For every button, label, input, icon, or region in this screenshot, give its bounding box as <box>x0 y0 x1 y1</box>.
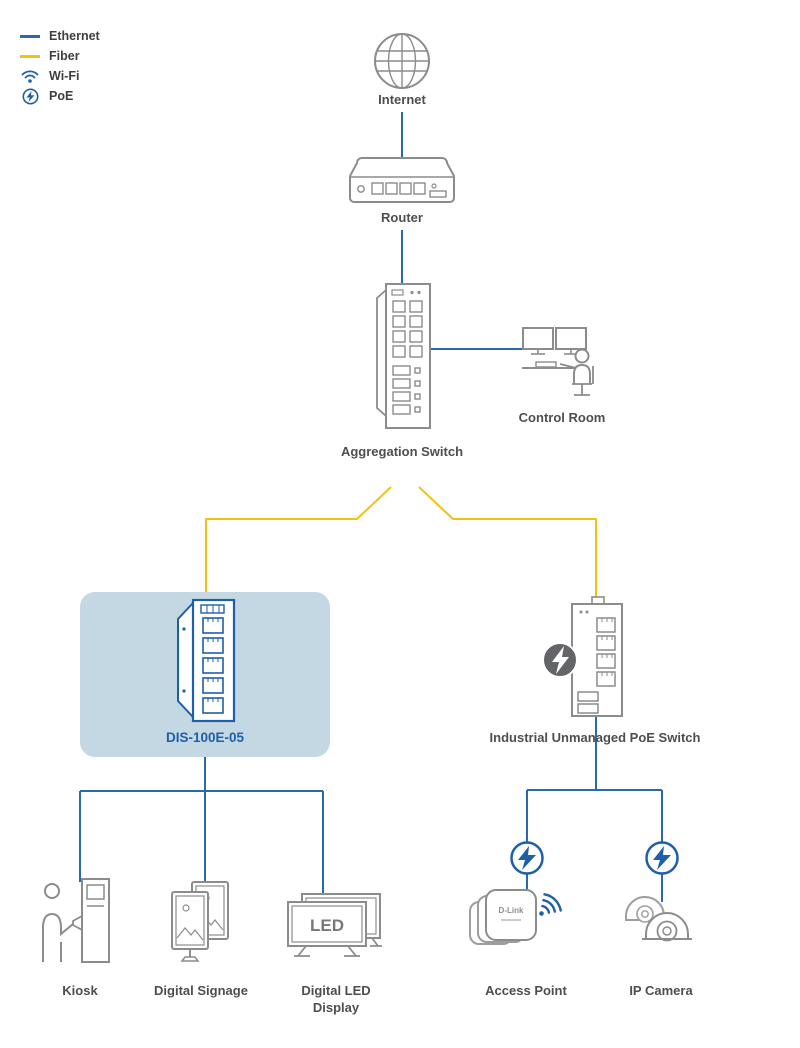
dis-100e-05-switch-icon <box>177 598 236 723</box>
legend-label-fiber: Fiber <box>49 49 80 63</box>
legend-item-poe: PoE <box>20 86 100 106</box>
access-point-label: Access Point <box>485 983 567 998</box>
legend-item-fiber: Fiber <box>20 46 100 66</box>
industrial-poe-switch-icon <box>542 596 623 717</box>
aggregation-switch-icon <box>376 283 431 429</box>
legend-item-wifi: Wi-Fi <box>20 66 100 86</box>
legend-label-wifi: Wi-Fi <box>49 69 80 83</box>
kiosk-label: Kiosk <box>62 983 98 998</box>
poe-injector-icon-left <box>510 841 544 875</box>
kiosk-icon <box>42 878 110 963</box>
poe-injector-icon-right <box>645 841 679 875</box>
control-room-icon <box>522 327 594 396</box>
legend: Ethernet Fiber Wi-Fi <box>20 26 100 106</box>
aggregation-switch-label: Aggregation Switch <box>340 444 464 459</box>
legend-label-poe: PoE <box>49 89 74 103</box>
ethernet-lines <box>79 112 663 902</box>
poe-switch-label: Industrial Unmanaged PoE Switch <box>489 730 701 745</box>
wifi-icon <box>20 68 40 84</box>
digital-signage-icon <box>171 881 229 962</box>
ip-camera-icon <box>625 896 692 942</box>
fiber-lines <box>205 486 597 604</box>
access-point-icon: D-Link <box>469 889 562 945</box>
poe-icon <box>20 88 40 105</box>
legend-label-ethernet: Ethernet <box>49 29 100 43</box>
dis-switch-label: DIS-100E-05 <box>165 730 245 745</box>
router-icon <box>349 157 455 203</box>
wifi-waves-icon <box>541 893 562 914</box>
internet-globe-icon <box>374 33 430 89</box>
internet-label: Internet <box>378 92 426 107</box>
led-display-icon: LED <box>287 893 382 957</box>
access-point-logo-text: D-Link <box>499 906 524 915</box>
control-room-label: Control Room <box>518 410 606 425</box>
router-label: Router <box>381 210 423 225</box>
ethernet-line-swatch <box>20 34 40 38</box>
led-screen-text: LED <box>310 916 344 935</box>
fiber-line-swatch <box>20 54 40 58</box>
legend-item-ethernet: Ethernet <box>20 26 100 46</box>
ip-camera-label: IP Camera <box>629 983 693 998</box>
digital-signage-label: Digital Signage <box>154 983 248 998</box>
led-display-label: Digital LED Display <box>301 983 371 1015</box>
